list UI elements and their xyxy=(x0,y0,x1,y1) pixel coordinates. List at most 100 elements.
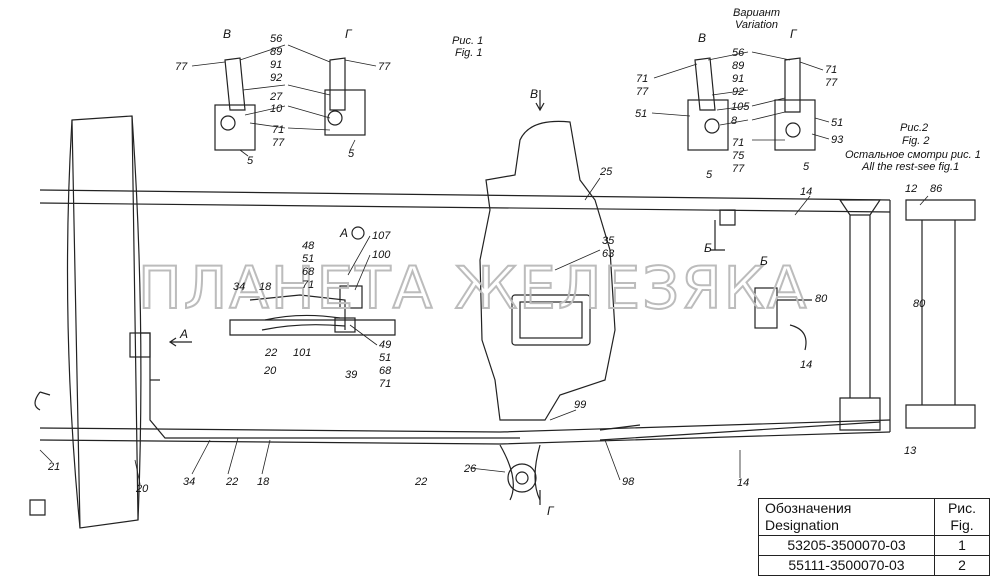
label-51: 51 xyxy=(831,117,843,129)
label-77: 77 xyxy=(272,137,285,149)
row-fig: 2 xyxy=(933,555,991,576)
header-fig-en: Fig. xyxy=(950,517,974,533)
header-fig-ru: Рис. xyxy=(947,500,977,516)
label-68: 68 xyxy=(379,365,392,377)
row-fig: 1 xyxy=(933,535,991,556)
label-22: 22 xyxy=(264,347,277,359)
table-header-row: Обозначения Designation Рис. Fig. xyxy=(758,498,991,536)
view-letter-g-main: Г xyxy=(547,504,555,518)
label-56: 56 xyxy=(270,33,283,45)
label-89: 89 xyxy=(732,60,744,72)
detail-v-left xyxy=(224,57,246,111)
view-letter-g-left: Г xyxy=(345,27,353,41)
table-row: 55111-3500070-03 2 xyxy=(758,555,991,576)
label-77: 77 xyxy=(732,163,745,175)
header-designation: Обозначения Designation xyxy=(758,498,935,536)
label-39: 39 xyxy=(345,369,357,381)
view-letter-g-variant: Г xyxy=(790,27,798,41)
label-35: 35 xyxy=(602,235,615,247)
label-80: 80 xyxy=(913,298,926,310)
rear-flange xyxy=(499,444,541,501)
label-77: 77 xyxy=(378,61,391,73)
label-34: 34 xyxy=(233,281,245,293)
row-designation: 53205-3500070-03 xyxy=(758,535,935,556)
caption-variant-ru: Вариант xyxy=(733,7,780,19)
label-20: 20 xyxy=(135,483,149,495)
label-8: 8 xyxy=(731,115,738,127)
air-line-22 xyxy=(140,332,520,439)
label-75: 75 xyxy=(732,150,745,162)
label-5: 5 xyxy=(247,155,254,167)
header-fig: Рис. Fig. xyxy=(933,498,991,536)
label-13: 13 xyxy=(904,445,917,457)
label-27: 27 xyxy=(269,91,283,103)
label-63: 63 xyxy=(602,248,615,260)
label-5: 5 xyxy=(706,169,713,181)
label-86: 86 xyxy=(930,183,943,195)
label-92: 92 xyxy=(732,86,744,98)
front-wheel xyxy=(71,115,139,529)
view-arrow-a xyxy=(168,337,192,347)
caption-rest-en: All the rest-see fig.1 xyxy=(861,161,959,173)
caption-variant-en: Variation xyxy=(735,19,778,31)
label-77: 77 xyxy=(636,86,649,98)
label-5: 5 xyxy=(803,161,810,173)
label-68: 68 xyxy=(302,266,315,278)
view-arrow-v xyxy=(535,90,545,112)
label-18: 18 xyxy=(257,476,270,488)
frame-rail-bottom xyxy=(39,419,891,445)
air-line-14 xyxy=(599,421,881,441)
view-letter-b-right: Б xyxy=(760,254,768,268)
label-107: 107 xyxy=(372,230,391,242)
label-71: 71 xyxy=(732,137,744,149)
label-91: 91 xyxy=(270,59,282,71)
label-92: 92 xyxy=(270,72,282,84)
label-91: 91 xyxy=(732,73,744,85)
label-5: 5 xyxy=(348,148,355,160)
frame-rail-top xyxy=(39,189,891,213)
label-25: 25 xyxy=(599,166,613,178)
caption-rest-ru: Остальное смотри рис. 1 xyxy=(845,149,981,161)
label-14: 14 xyxy=(737,477,749,489)
label-49: 49 xyxy=(379,339,391,351)
fig2-cross-member xyxy=(905,199,976,429)
table-row: 53205-3500070-03 1 xyxy=(758,535,991,556)
label-77: 77 xyxy=(825,77,838,89)
label-101: 101 xyxy=(293,347,311,359)
label-98: 98 xyxy=(622,476,635,488)
label-71: 71 xyxy=(636,73,648,85)
view-letter-v-main: В xyxy=(530,87,538,101)
label-10: 10 xyxy=(270,103,283,115)
label-51: 51 xyxy=(379,352,391,364)
view-letter-a-left: А xyxy=(179,327,188,341)
transmission-housing xyxy=(479,120,616,421)
caption-fig2-ru: Рис.2 xyxy=(900,122,928,134)
label-51: 51 xyxy=(635,108,647,120)
label-34: 34 xyxy=(183,476,195,488)
header-designation-ru: Обозначения xyxy=(765,500,852,516)
view-letter-a-upper: А xyxy=(339,226,348,240)
label-100: 100 xyxy=(372,249,391,261)
header-designation-en: Designation xyxy=(765,517,839,533)
view-letter-v-left: В xyxy=(223,27,231,41)
watermark: ПЛАНЕТА ЖЕЛЕЗЯКА xyxy=(138,254,808,322)
variant-detail-g xyxy=(784,57,801,113)
label-93: 93 xyxy=(831,134,844,146)
view-letter-b-main: Б xyxy=(704,241,712,255)
label-71: 71 xyxy=(379,378,391,390)
label-21: 21 xyxy=(47,461,60,473)
label-22: 22 xyxy=(414,476,427,488)
cross-member xyxy=(838,199,882,431)
label-14: 14 xyxy=(800,359,812,371)
label-20: 20 xyxy=(263,365,277,377)
label-12: 12 xyxy=(905,183,917,195)
label-77: 77 xyxy=(175,61,188,73)
valve-block-left xyxy=(229,319,396,336)
label-22: 22 xyxy=(225,476,238,488)
label-80: 80 xyxy=(815,293,828,305)
label-14: 14 xyxy=(800,186,812,198)
label-18: 18 xyxy=(259,281,272,293)
label-56: 56 xyxy=(732,47,745,59)
designation-table: Обозначения Designation Рис. Fig. 53205-… xyxy=(758,498,991,576)
